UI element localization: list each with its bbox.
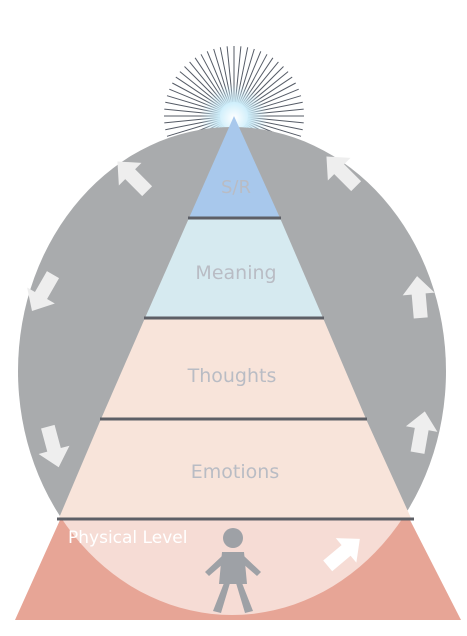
tier-dividers xyxy=(57,216,414,521)
arrow-icon xyxy=(402,276,435,319)
arrow-icon xyxy=(27,271,60,312)
arrow-icon xyxy=(117,161,153,197)
physical-level-label: Physical Level xyxy=(68,528,187,548)
tier-meaning xyxy=(145,218,323,318)
tier-emotions xyxy=(59,419,411,518)
cycle-arrows xyxy=(27,156,438,572)
tier-label-thoughts: Thoughts xyxy=(187,365,277,387)
tier-label-meaning: Meaning xyxy=(195,262,276,284)
arrow-icon xyxy=(38,424,70,468)
tier-label-sr: S/R xyxy=(221,177,251,198)
tier-thoughts xyxy=(101,318,366,419)
arrow-icon xyxy=(405,411,438,454)
arrow-icon xyxy=(323,538,360,572)
tier-sr xyxy=(189,116,280,218)
tier-label-emotions: Emotions xyxy=(191,461,279,483)
person-icon xyxy=(205,528,261,613)
arrow-icon xyxy=(326,156,362,192)
